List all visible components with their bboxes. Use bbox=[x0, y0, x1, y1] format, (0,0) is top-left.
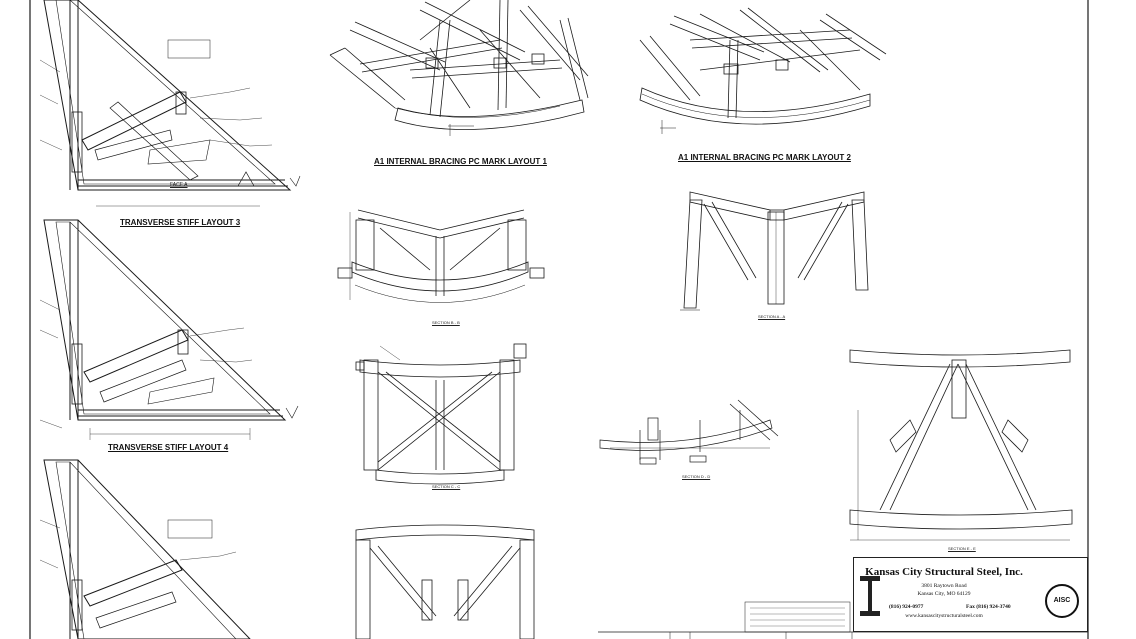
section-d-d-drawing bbox=[599, 399, 779, 465]
section-d-label: SECTION D - D bbox=[682, 474, 711, 479]
section-b-b-drawing bbox=[337, 209, 545, 303]
section-c-c-drawing bbox=[355, 343, 527, 485]
section-b-label: SECTION B - B bbox=[432, 320, 460, 325]
company-phone: (816) 924-0977 bbox=[889, 604, 924, 610]
aisc-logo: AISC bbox=[1045, 584, 1079, 618]
section-a-label: SECTION A - A bbox=[758, 314, 786, 319]
company-fax: Fax (816) 924-3740 bbox=[966, 604, 1011, 610]
caption-transverse-stiff-layout-4: TRANSVERSE STIFF LAYOUT 4 bbox=[108, 443, 229, 452]
caption-bracing-layout-2: A1 INTERNAL BRACING PC MARK LAYOUT 2 bbox=[678, 153, 851, 162]
bracing-layout-1-drawing bbox=[329, 0, 589, 136]
caption-bracing-layout-1: A1 INTERNAL BRACING PC MARK LAYOUT 1 bbox=[374, 157, 547, 166]
company-address-line-1: 3801 Raytown Road bbox=[921, 583, 967, 589]
section-e-e-drawing bbox=[849, 349, 1073, 541]
caption-transverse-stiff-layout-3: TRANSVERSE STIFF LAYOUT 3 bbox=[120, 218, 241, 227]
bottom-section-drawing bbox=[355, 524, 535, 639]
company-address-line-2: Kansas City, MO 64129 bbox=[917, 591, 971, 597]
transverse-stiff-layout-4-drawing bbox=[39, 219, 299, 440]
title-block: Kansas City Structural Steel, Inc. 3801 … bbox=[853, 557, 1088, 632]
section-e-label: SECTION E - E bbox=[948, 546, 976, 551]
aisc-logo-text: AISC bbox=[1053, 597, 1071, 604]
face-label: FACE A bbox=[170, 182, 188, 188]
section-c-label: SECTION C - C bbox=[432, 484, 461, 489]
company-website: www.kansascitystructuralsteel.com bbox=[905, 613, 983, 619]
transverse-stiff-layout-5-drawing bbox=[39, 459, 251, 639]
company-name: Kansas City Structural Steel, Inc. bbox=[865, 566, 1023, 578]
transverse-stiff-layout-3-drawing bbox=[39, 0, 301, 207]
bracing-layout-2-drawing bbox=[639, 7, 887, 134]
steel-beam-icon bbox=[860, 576, 880, 616]
section-a-a-drawing bbox=[680, 191, 869, 311]
